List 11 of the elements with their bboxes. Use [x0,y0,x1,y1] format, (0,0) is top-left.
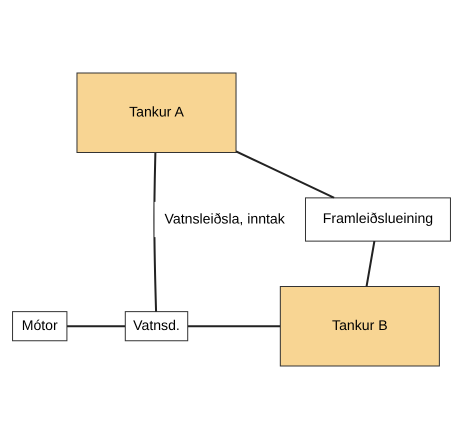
node-box: Tankur B [280,286,440,366]
edge-label: Vatnsleiðsla, inntak [164,210,285,227]
connector [236,150,334,199]
node-box: Mótor [12,311,68,342]
connector [188,325,280,328]
node-box: Framleiðslueining [304,197,451,242]
connector [153,152,158,312]
connector [366,241,376,286]
node-box: Vatnsd. [124,311,188,342]
node-box: Tankur A [76,72,237,154]
connector [67,325,126,328]
